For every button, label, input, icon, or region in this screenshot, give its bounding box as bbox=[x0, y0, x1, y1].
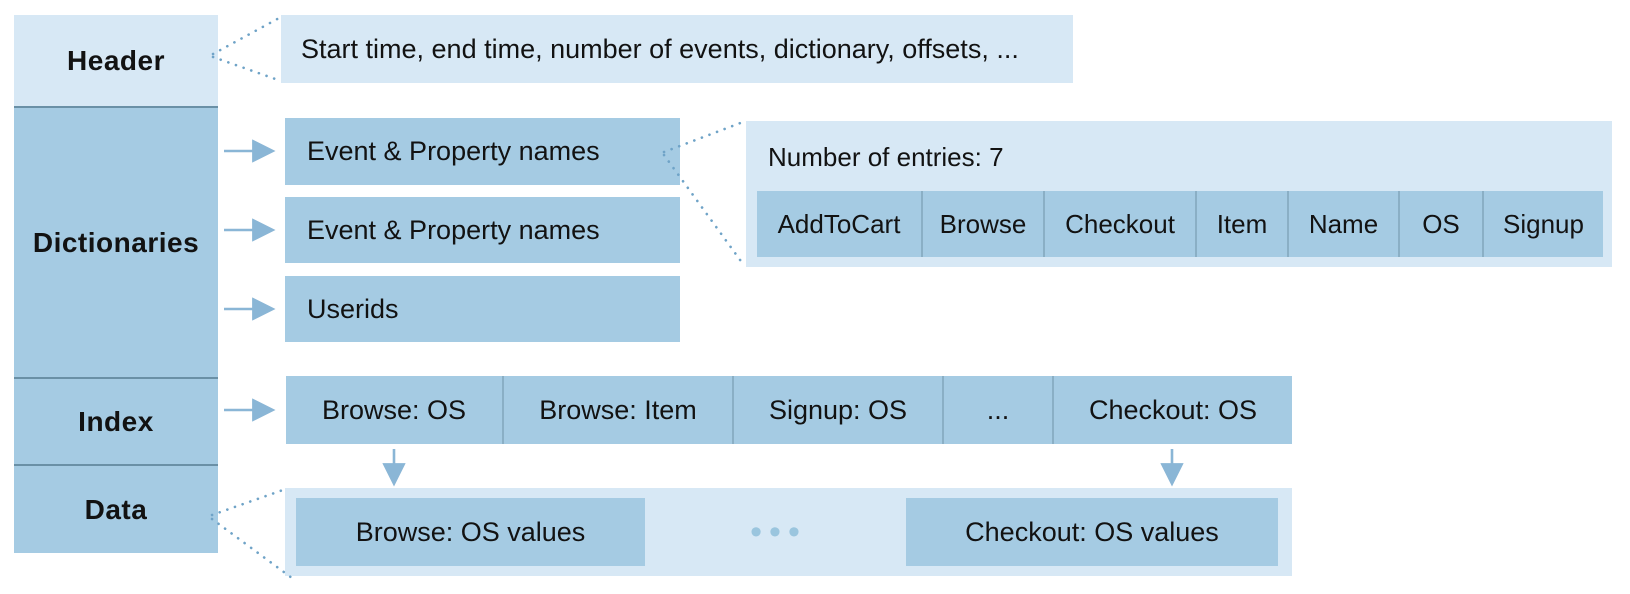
entry-cell: Signup bbox=[1482, 191, 1603, 257]
dict-box-label: Event & Property names bbox=[307, 136, 600, 166]
entries-panel: Number of entries: 7 AddToCart Browse Ch… bbox=[746, 121, 1612, 267]
dotted-fan-header bbox=[211, 15, 283, 83]
entries-count-label: Number of entries: 7 bbox=[768, 142, 1004, 172]
entry-cell: AddToCart bbox=[757, 191, 921, 257]
ellipsis-dots: ••• bbox=[750, 512, 807, 551]
section-dictionaries-label: Dictionaries bbox=[32, 226, 200, 258]
entry-cell: OS bbox=[1398, 191, 1482, 257]
section-data-label: Data bbox=[84, 493, 148, 525]
entry-cell: Browse bbox=[921, 191, 1043, 257]
dotted-fan-data bbox=[210, 488, 298, 583]
dict-box-userids: Userids bbox=[285, 276, 680, 342]
index-cell: Signup: OS bbox=[732, 376, 942, 444]
entries-table: AddToCart Browse Checkout Item Name OS S… bbox=[757, 191, 1603, 257]
section-index: Index bbox=[14, 377, 218, 464]
entry-cell: Checkout bbox=[1043, 191, 1195, 257]
index-cell-ellipsis: ... bbox=[942, 376, 1052, 444]
dict-box-label: Userids bbox=[307, 293, 399, 324]
dict-box-event-property-names-1: Event & Property names bbox=[285, 118, 680, 185]
dict-box-event-property-names-2: Event & Property names bbox=[285, 197, 680, 263]
index-row: Browse: OS Browse: Item Signup: OS ... C… bbox=[286, 376, 1292, 444]
data-block-browse-os-values: Browse: OS values bbox=[296, 498, 645, 566]
header-fields-box: Start time, end time, number of events, … bbox=[281, 15, 1073, 83]
entry-cell: Name bbox=[1287, 191, 1398, 257]
section-index-label: Index bbox=[78, 405, 154, 437]
index-cell: Browse: Item bbox=[502, 376, 732, 444]
data-panel: Browse: OS values ••• Checkout: OS value… bbox=[285, 488, 1292, 576]
section-header: Header bbox=[14, 15, 218, 106]
section-arrows bbox=[224, 139, 276, 422]
index-cell: Browse: OS bbox=[286, 376, 502, 444]
data-block-checkout-os-values: Checkout: OS values bbox=[906, 498, 1278, 566]
index-cell: Checkout: OS bbox=[1052, 376, 1292, 444]
section-data: Data bbox=[14, 464, 218, 553]
data-block-label: Browse: OS values bbox=[355, 516, 586, 547]
section-dictionaries: Dictionaries bbox=[14, 106, 218, 377]
header-fields-text: Start time, end time, number of events, … bbox=[301, 33, 1019, 64]
index-to-data-arrows bbox=[382, 449, 1184, 487]
data-block-label: Checkout: OS values bbox=[965, 516, 1219, 547]
entry-cell: Item bbox=[1195, 191, 1287, 257]
format-column: Header Dictionaries Index Data bbox=[14, 15, 218, 553]
dict-box-label: Event & Property names bbox=[307, 214, 600, 245]
section-header-label: Header bbox=[67, 44, 165, 76]
